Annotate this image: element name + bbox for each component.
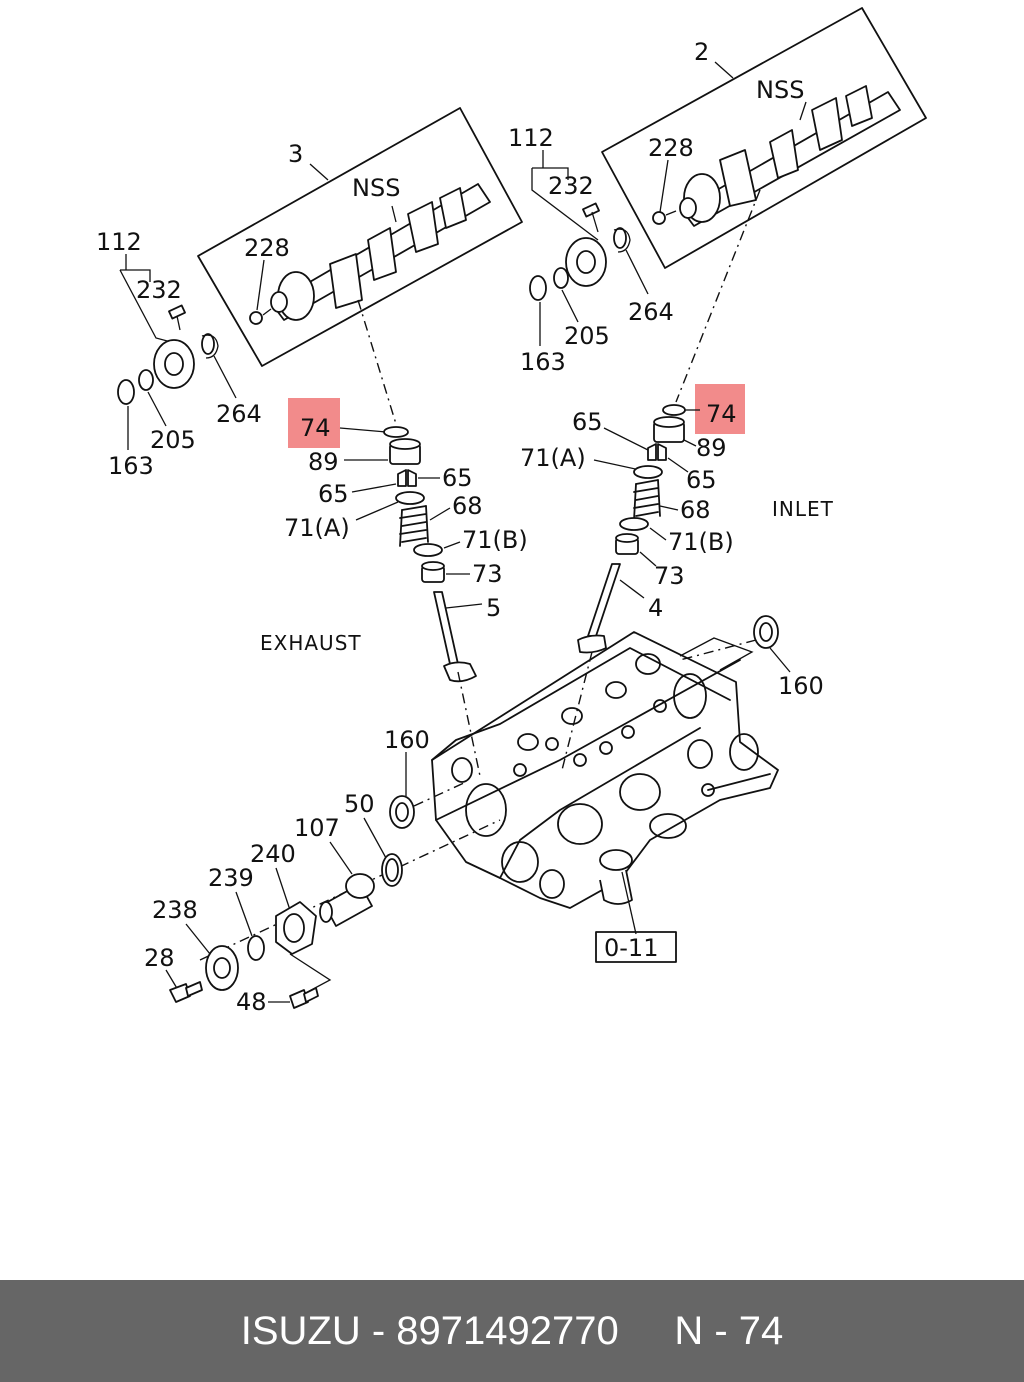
exploded-parts-diagram: 2 NSS 228 112 232 264 [96,7,927,1016]
label-exhaust: EXHAUST [260,631,362,655]
callout-28: 28 [144,944,175,972]
callout-71b-left: 71(B) [462,526,528,554]
callout-239: 239 [208,864,254,892]
callout-74-right: 74 [706,400,737,428]
callout-65-left-lower: 65 [318,480,349,508]
callout-228-right: 228 [648,134,694,162]
callout-65-right-upper: 65 [572,408,603,436]
centerline-exhaust-valve [457,671,481,777]
front-drive-group: 50 107 240 239 238 28 48 [144,790,501,1016]
callout-73-left: 73 [472,560,503,588]
callout-112-left: 112 [96,228,142,256]
callout-232-right: 232 [548,172,594,200]
camshaft-group-2: 2 NSS 228 [601,7,927,269]
centerline-inlet-valve [561,651,593,771]
label-inlet: INLET [772,497,834,521]
callout-107: 107 [294,814,340,842]
callout-65-right-lower: 65 [686,466,717,494]
cylinder-head [431,631,779,909]
camshaft-group-3: 3 NSS 228 [197,107,523,367]
highlight-74-left [288,398,340,448]
callout-68-left: 68 [452,492,483,520]
callout-2: 2 [694,38,709,66]
callout-264-right: 264 [628,298,674,326]
callout-89-right: 89 [696,434,727,462]
callout-232-left: 232 [136,276,182,304]
callout-nss-left: NSS [352,174,400,202]
callout-68-right: 68 [680,496,711,524]
callout-112-right: 112 [508,124,554,152]
camshaft-inlet [652,85,901,227]
camshaft-exhaust [249,183,491,325]
seal-160-left-group: 160 [384,726,467,829]
centerline-exhaust-cam [357,299,397,425]
callout-73-right: 73 [654,562,685,590]
seal-160-right-group: 160 [679,615,824,700]
callout-240: 240 [250,840,296,868]
callout-71a-right: 71(A) [520,444,586,472]
valve-train-exhaust: 74 89 65 65 71(A) 68 71(B) 73 [260,398,528,683]
sprocket-group-right: 112 232 264 205 163 [508,124,674,376]
footer-part-info: ISUZU - 8971492770 N - 74 [240,1308,784,1353]
callout-160-left: 160 [384,726,430,754]
reference-0-11: 0-11 [595,871,677,963]
callout-163-left: 163 [108,452,154,480]
callout-264-left: 264 [216,400,262,428]
sprocket-group-left: 112 232 264 205 163 [96,228,262,480]
callout-5: 5 [486,594,501,622]
centerline-inlet-cam [675,189,761,403]
valve-train-inlet: 74 89 65 65 71(A) 68 71(B) 73 4 IN [520,384,834,654]
callout-89-left: 89 [308,448,339,476]
callout-71b-right: 71(B) [668,528,734,556]
callout-228-left: 228 [244,234,290,262]
callout-74-left: 74 [300,414,331,442]
callout-71a-left: 71(A) [284,514,350,542]
callout-48: 48 [236,988,267,1016]
callout-160-right: 160 [778,672,824,700]
reference-label: 0-11 [604,934,658,962]
callout-nss-right: NSS [756,76,804,104]
callout-238: 238 [152,896,198,924]
callout-4: 4 [648,594,663,622]
callout-50: 50 [344,790,375,818]
callout-65-left-upper: 65 [442,464,473,492]
callout-205-right: 205 [564,322,610,350]
footer-bar: ISUZU - 8971492770 N - 74 [0,1280,1024,1382]
callout-3: 3 [288,140,303,168]
highlight-74-right [695,384,745,434]
callout-205-left: 205 [150,426,196,454]
callout-163-right: 163 [520,348,566,376]
